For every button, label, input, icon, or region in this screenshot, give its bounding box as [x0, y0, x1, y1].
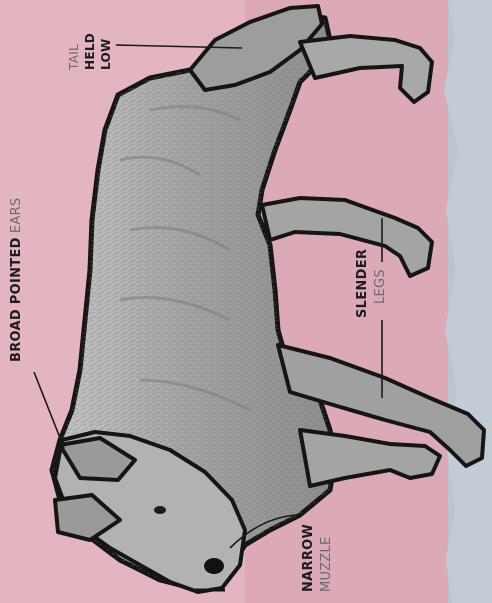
coyote-nose: [204, 558, 224, 574]
ears-label-bold: BROAD POINTED: [9, 237, 24, 362]
tail-label-line1: TAIL: [68, 44, 80, 70]
tail-label-line2: HELD: [84, 33, 96, 70]
ears-label-light: EARS: [9, 198, 24, 234]
legs-label-light: LEGS: [374, 249, 387, 318]
muzzle-label: NARROW MUZZLE: [302, 524, 333, 592]
muzzle-label-bold: NARROW: [302, 524, 315, 592]
legs-label: SLENDER LEGS: [356, 249, 387, 318]
coyote-eye: [154, 506, 166, 514]
legs-label-bold: SLENDER: [356, 249, 369, 318]
tail-label-line3: LOW: [100, 38, 112, 70]
muzzle-label-light: MUZZLE: [320, 524, 333, 592]
ears-label: BROAD POINTED EARS: [10, 198, 23, 362]
